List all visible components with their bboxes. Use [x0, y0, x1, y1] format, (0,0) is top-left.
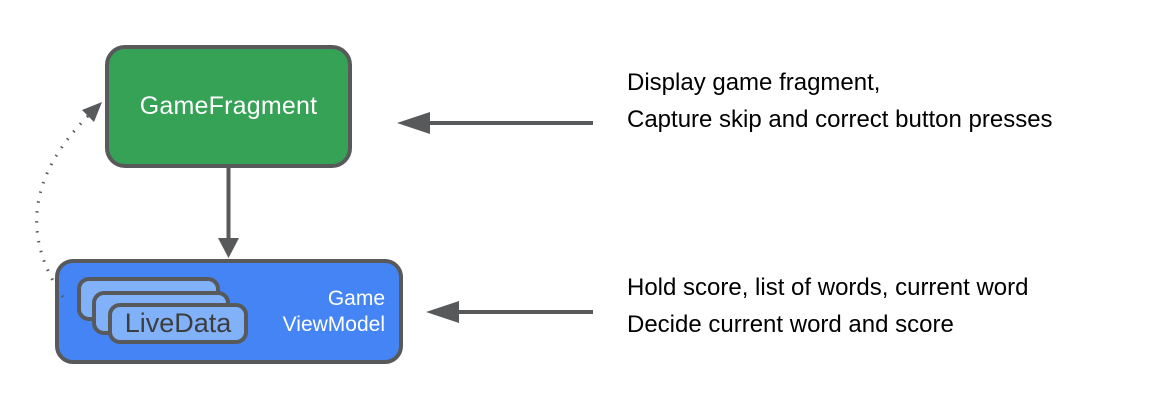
fragment-to-viewmodel-arrow: [218, 168, 239, 258]
viewmodel-note-arrow: [426, 301, 593, 323]
livedata-card-front: LiveData: [108, 303, 248, 344]
viewmodel-annotation-line1: Hold score, list of words, current word: [627, 274, 1029, 301]
fragment-annotation-line1: Display game fragment,: [627, 69, 881, 96]
game-fragment-node: GameFragment: [105, 45, 352, 168]
down-arrow-head-icon: [218, 238, 239, 258]
livedata-label: LiveData: [124, 308, 232, 338]
fragment-annotation-line2: Capture skip and correct button presses: [627, 106, 1053, 133]
game-viewmodel-label: Game ViewModel: [283, 286, 399, 338]
game-viewmodel-label-line2: ViewModel: [282, 312, 385, 336]
dotted-arrow-head-icon: [82, 102, 102, 122]
viewmodel-annotation-line2: Decide current word and score: [627, 311, 954, 338]
left-arrow-head-top-icon: [397, 112, 430, 134]
game-fragment-label: GameFragment: [139, 92, 318, 120]
fragment-annotation: Display game fragment, Capture skip and …: [627, 64, 1053, 138]
game-viewmodel-label-line1: Game: [327, 286, 385, 310]
viewmodel-annotation: Hold score, list of words, current word …: [627, 269, 1028, 343]
fragment-note-arrow: [397, 112, 593, 134]
left-arrow-head-bottom-icon: [426, 301, 459, 323]
